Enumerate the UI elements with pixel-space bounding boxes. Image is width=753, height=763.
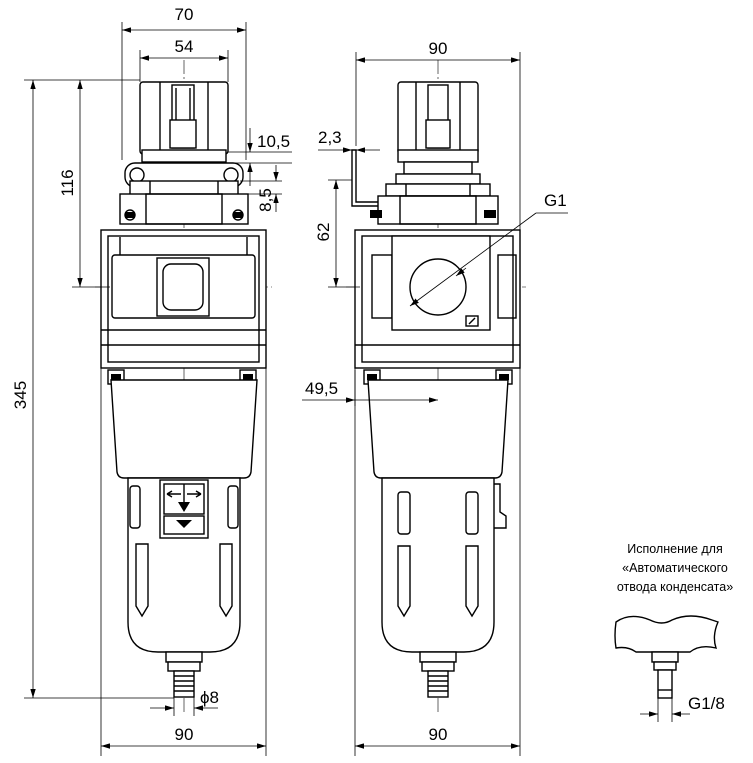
auto-drain-note-line2: «Автоматического	[622, 561, 728, 575]
dim-bracket-thickness: 2,3	[318, 128, 342, 147]
mounting-bracket	[351, 149, 381, 207]
regulator-knob	[139, 81, 229, 163]
dim-port-height: 116	[58, 169, 77, 196]
dim-side-top-width: 90	[429, 39, 448, 58]
mounting-nut	[119, 162, 249, 225]
bowl-guard	[127, 477, 241, 653]
side-bowl-guard	[381, 477, 507, 653]
auto-drain-detail: Исполнение для «Автоматического отвода к…	[614, 542, 733, 722]
side-drain-fitting	[419, 651, 457, 698]
dim-auto-drain-thread: G1/8	[688, 694, 725, 713]
side-main-body	[354, 229, 521, 369]
drain-fitting	[165, 651, 203, 698]
side-regulator-knob	[385, 81, 491, 197]
dim-nut-height: 10,5	[257, 132, 290, 151]
dim-drain-diameter: ϕ8	[200, 688, 219, 707]
auto-drain-note-line3: отвода конденсата»	[617, 580, 733, 594]
dim-port-thread: G1	[544, 191, 567, 210]
dim-inner-width: 54	[175, 37, 194, 56]
dim-top-width: 70	[175, 5, 194, 24]
main-body	[100, 229, 267, 369]
auto-drain-note-line1: Исполнение для	[627, 542, 723, 556]
dim-bracket-height: 62	[314, 223, 333, 242]
side-bowl-upper	[367, 379, 509, 479]
dim-total-height: 345	[11, 381, 30, 409]
dim-flange-height: 8,5	[256, 188, 275, 212]
dim-side-bottom-width: 90	[429, 725, 448, 744]
dim-bowl-offset: 49,5	[305, 379, 338, 398]
bowl-upper	[110, 379, 258, 479]
front-view: 70 54 10,5 8,5 116 345 ϕ8	[11, 5, 292, 756]
dim-bottom-width: 90	[175, 725, 194, 744]
side-view: 90 2,3 62 G1 49,5 90	[302, 39, 568, 756]
